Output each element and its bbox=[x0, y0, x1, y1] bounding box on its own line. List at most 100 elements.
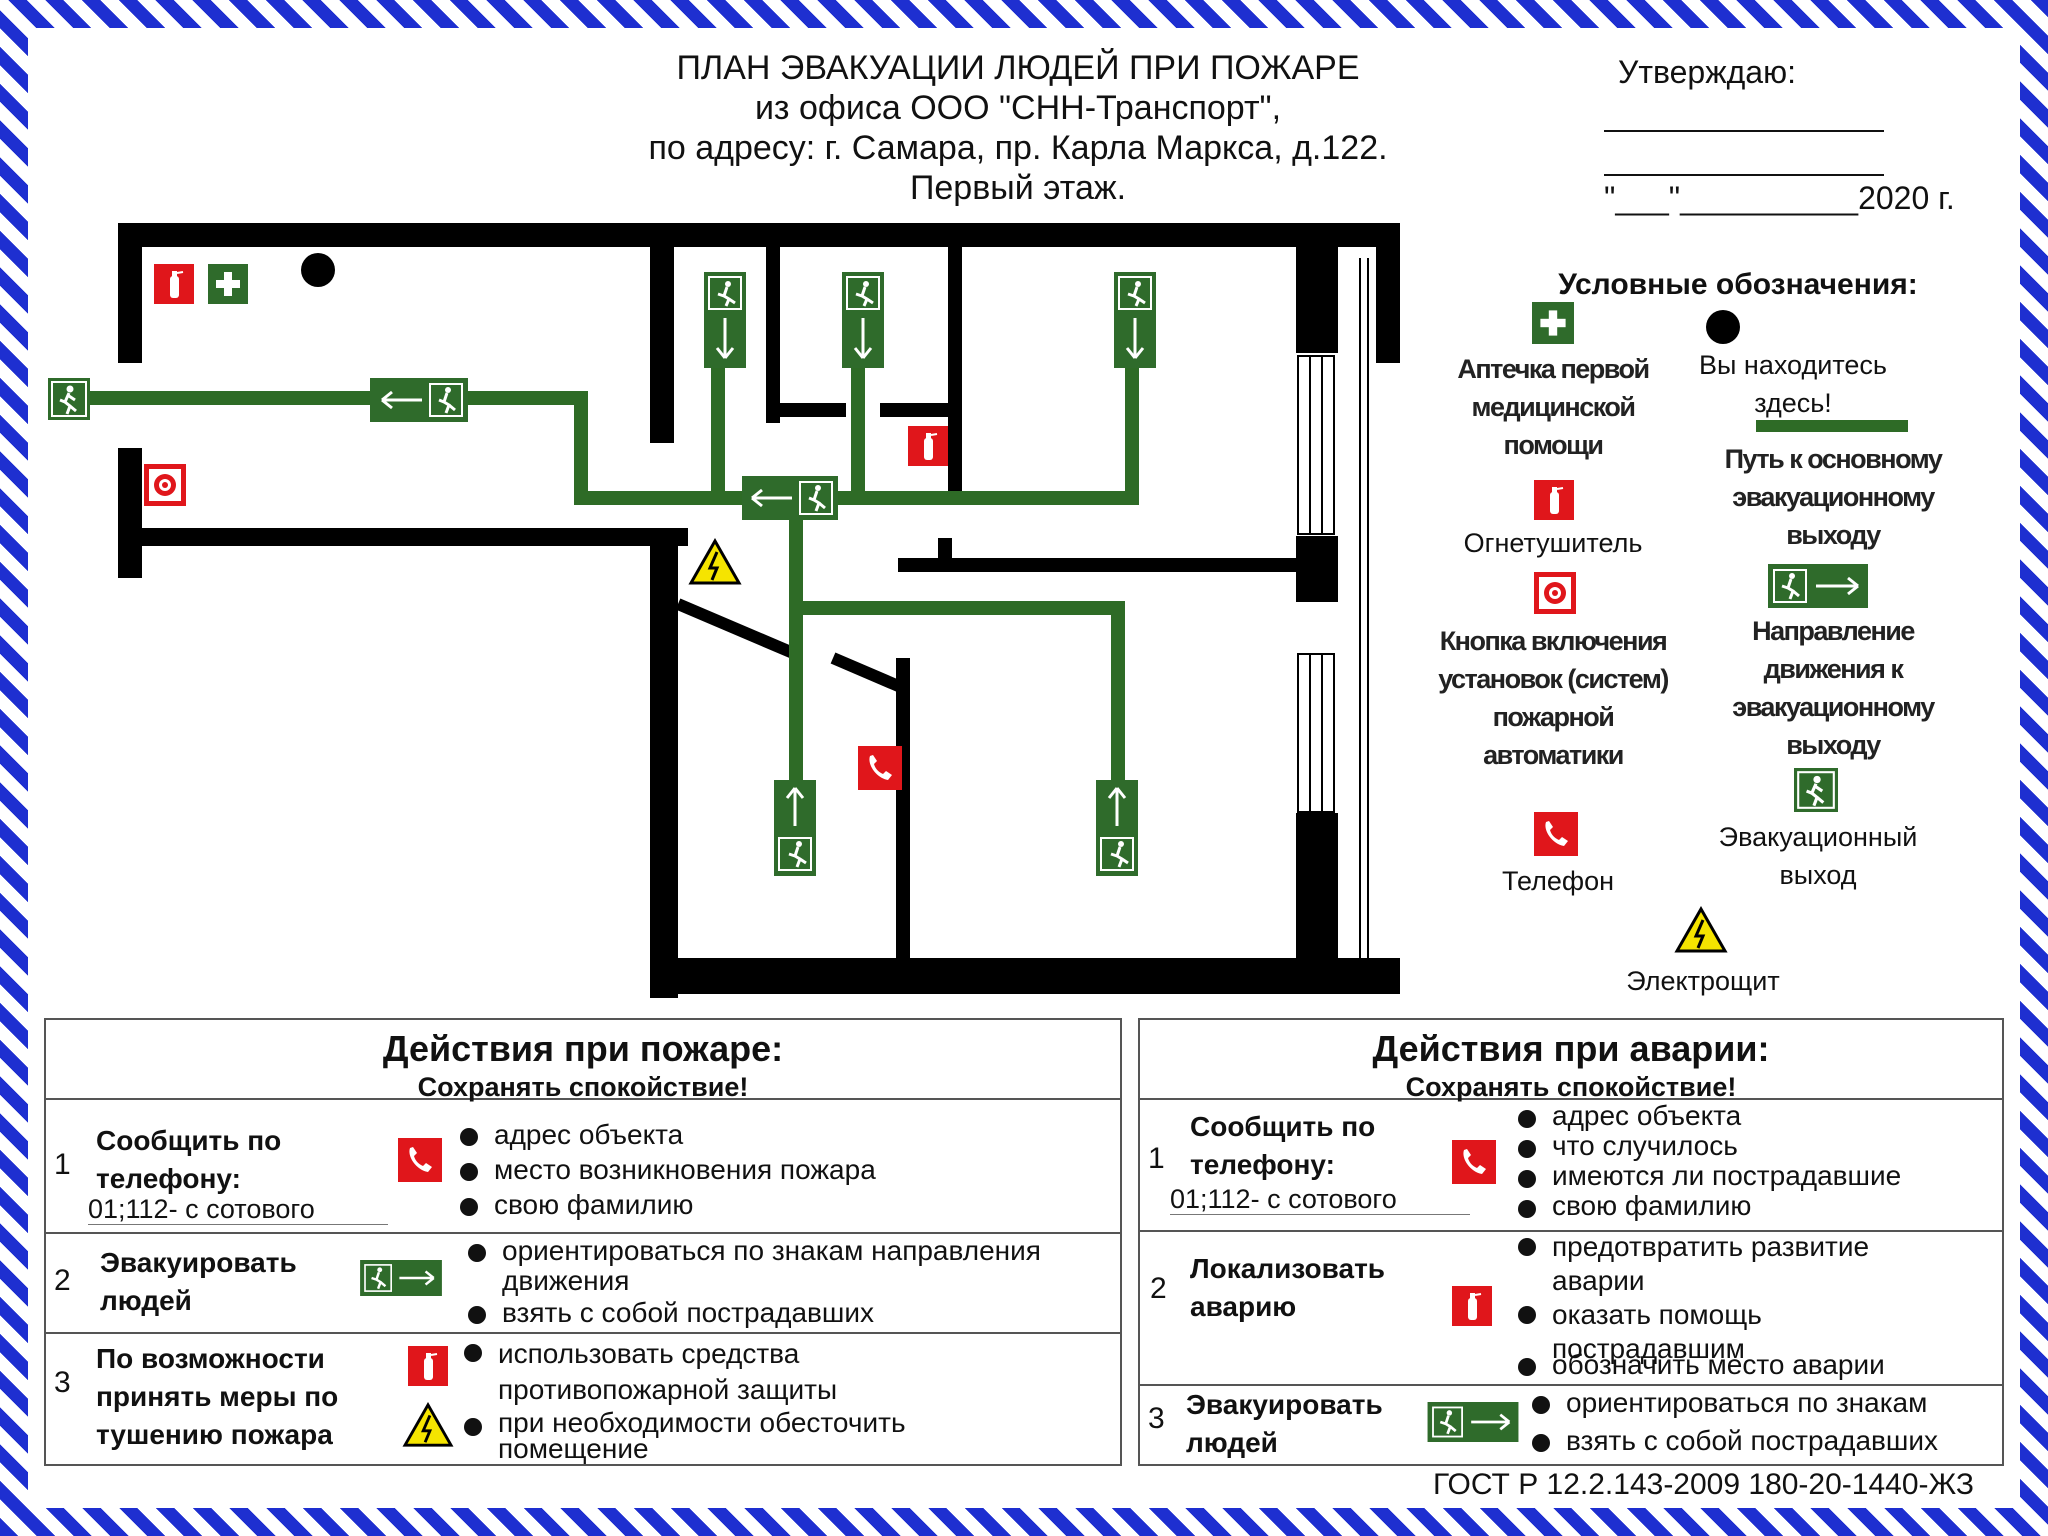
direction-arrow-sign bbox=[370, 378, 468, 422]
step-action: По возможности принять меры по тушению п… bbox=[96, 1343, 339, 1450]
bullet-item: имеются ли пострадавшие bbox=[1518, 1162, 1901, 1190]
footer-standard: ГОСТ Р 12.2.143-2009 180-20-1440-ЖЗ bbox=[1432, 1468, 1974, 1501]
step-action: Эвакуировать людей bbox=[1186, 1389, 1383, 1458]
wall-right-top bbox=[1296, 223, 1338, 353]
wall-right-bottom bbox=[1296, 813, 1338, 993]
telephone-icon bbox=[398, 1138, 442, 1182]
bullet-item: ориентироваться по знакам bbox=[1532, 1388, 1927, 1418]
step-number: 3 bbox=[54, 1366, 71, 1399]
telephone-icon bbox=[1452, 1140, 1496, 1184]
door-leaf-2 bbox=[830, 652, 906, 694]
signature-line bbox=[1604, 130, 1884, 132]
fire-extinguisher-icon bbox=[1452, 1286, 1492, 1326]
electrical-panel-icon bbox=[1674, 906, 1728, 954]
window-lower bbox=[1297, 653, 1335, 813]
exit-sign-down bbox=[1114, 272, 1156, 368]
wall-partition-3 bbox=[948, 223, 962, 493]
fire-extinguisher-icon bbox=[408, 1346, 448, 1386]
legend-label-alarm-button: Кнопка включения установок (систем) пожа… bbox=[1438, 626, 1669, 770]
telephone-icon bbox=[1534, 812, 1578, 856]
wall-right-edge bbox=[1376, 223, 1400, 363]
step-number: 1 bbox=[54, 1148, 71, 1181]
window-upper bbox=[1297, 355, 1335, 535]
wall-mid-left bbox=[118, 528, 688, 546]
plan-subtitle-address: по адресу: г. Самара, пр. Карла Маркса, … bbox=[648, 129, 1388, 167]
wall-inner-stub bbox=[938, 538, 952, 563]
accident-actions-panel: Действия при аварии: Сохранять спокойств… bbox=[1138, 1018, 2004, 1466]
exit-sign-up bbox=[1096, 780, 1138, 876]
electrical-panel-icon bbox=[688, 538, 742, 586]
legend-title: Условные обозначения: bbox=[1558, 268, 1918, 301]
bullet-item: свою фамилию bbox=[460, 1190, 693, 1220]
step-action: Локализовать аварию bbox=[1190, 1253, 1386, 1322]
wall-top bbox=[118, 223, 1398, 247]
step-phone: 01;112- с сотового bbox=[88, 1194, 388, 1225]
accident-step-3: 3 Эвакуировать людей ориентироваться по … bbox=[1140, 1384, 2002, 1462]
legend-label-electrical-panel: Электрощит bbox=[1626, 966, 1780, 996]
wall-stub-2 bbox=[766, 403, 846, 417]
fire-actions-title: Действия при пожаре: bbox=[382, 1028, 784, 1069]
fire-actions-subtitle: Сохранять спокойствие! bbox=[417, 1072, 749, 1102]
bullet-item: оказать помощь пострадавшим bbox=[1518, 1298, 1852, 1366]
exit-sign-up bbox=[774, 780, 816, 876]
fire-step-1: 1 Сообщить по телефону: 01;112- с сотово… bbox=[46, 1100, 1120, 1234]
fire-alarm-button-icon bbox=[144, 464, 186, 506]
telephone-icon bbox=[858, 746, 902, 790]
bullet-item: ориентироваться по знакам направления дв… bbox=[468, 1236, 1122, 1296]
direction-arrow-sign bbox=[360, 1260, 442, 1296]
fire-step-3: 3 По возможности принять меры по тушению… bbox=[46, 1332, 1120, 1463]
accident-actions-header: Действия при аварии: Сохранять спокойств… bbox=[1140, 1020, 2002, 1102]
step-number: 2 bbox=[1150, 1272, 1167, 1305]
fire-actions-header: Действия при пожаре: Сохранять спокойств… bbox=[46, 1020, 1120, 1102]
you-are-here-icon bbox=[1706, 310, 1740, 344]
bullet-item: использовать средства противопожарной за… bbox=[464, 1336, 918, 1408]
wall-left-room bbox=[650, 528, 678, 998]
bullet-item: взять с собой пострадавших bbox=[468, 1298, 874, 1328]
bullet-item: что случилось bbox=[1518, 1132, 1738, 1160]
fire-extinguisher-icon bbox=[908, 426, 948, 466]
you-are-here-marker bbox=[301, 253, 335, 287]
step-action: Эвакуировать людей bbox=[100, 1247, 297, 1316]
wall-inner-horizontal bbox=[898, 558, 1298, 572]
legend-label-first-aid: Аптечка первой медицинской помощи bbox=[1457, 354, 1650, 460]
step-action: Сообщить по телефону: bbox=[96, 1125, 282, 1194]
accident-step-2: 2 Локализовать аварию предотвратить разв… bbox=[1140, 1230, 2002, 1386]
door-leaf-1 bbox=[675, 598, 796, 659]
evacuation-path-line bbox=[1756, 420, 1908, 432]
fire-extinguisher-icon bbox=[154, 264, 194, 304]
direction-arrow-sign bbox=[742, 476, 838, 520]
approval-date: "___"__________2020 г. bbox=[1604, 180, 1955, 216]
fire-alarm-button-icon bbox=[1534, 572, 1576, 614]
step-number: 3 bbox=[1148, 1402, 1165, 1435]
accident-step-1: 1 Сообщить по телефону: 01;112- с сотово… bbox=[1140, 1100, 2002, 1232]
legend-label-extinguisher: Огнетушитель bbox=[1463, 528, 1643, 558]
accident-actions-subtitle: Сохранять спокойствие! bbox=[1405, 1072, 1737, 1102]
bullet-item: предотвратить развитие аварии bbox=[1518, 1230, 1932, 1298]
exit-sign-down bbox=[704, 272, 746, 368]
exit-sign-down bbox=[842, 272, 884, 368]
fire-extinguisher-icon bbox=[1534, 480, 1574, 520]
legend-label-evacuation-path: Путь к основному эвакуационному выходу bbox=[1724, 444, 1943, 550]
emergency-exit-icon bbox=[1794, 768, 1838, 812]
windows bbox=[1297, 258, 1369, 958]
legend-label-telephone: Телефон bbox=[1501, 866, 1614, 896]
wall-bottom bbox=[650, 958, 1400, 994]
wall-partition-1 bbox=[650, 223, 674, 443]
plan-title: ПЛАН ЭВАКУАЦИИ ЛЮДЕЙ ПРИ ПОЖАРЕ bbox=[676, 49, 1360, 87]
bullet-item: при необходимости обесточить помещение bbox=[464, 1409, 978, 1463]
bullet-item: адрес объекта bbox=[460, 1120, 683, 1150]
wall-left-lower bbox=[118, 448, 142, 578]
emergency-exit-icon bbox=[48, 378, 90, 420]
approval-label: Утверждаю: bbox=[1618, 54, 1796, 90]
wall-stub-3 bbox=[880, 403, 950, 417]
first-aid-icon bbox=[1532, 302, 1574, 344]
bullet-item: свою фамилию bbox=[1518, 1192, 1751, 1220]
step-number: 2 bbox=[54, 1264, 71, 1297]
first-aid-icon bbox=[208, 264, 248, 304]
step-phone: 01;112- с сотового bbox=[1170, 1184, 1470, 1215]
bullet-item: взять с собой пострадавших bbox=[1532, 1426, 1938, 1456]
electrical-panel-icon bbox=[402, 1402, 454, 1448]
plan-sheet: ПЛАН ЭВАКУАЦИИ ЛЮДЕЙ ПРИ ПОЖАРЕ из офиса… bbox=[28, 28, 2020, 1508]
floor-plan bbox=[78, 223, 1400, 998]
